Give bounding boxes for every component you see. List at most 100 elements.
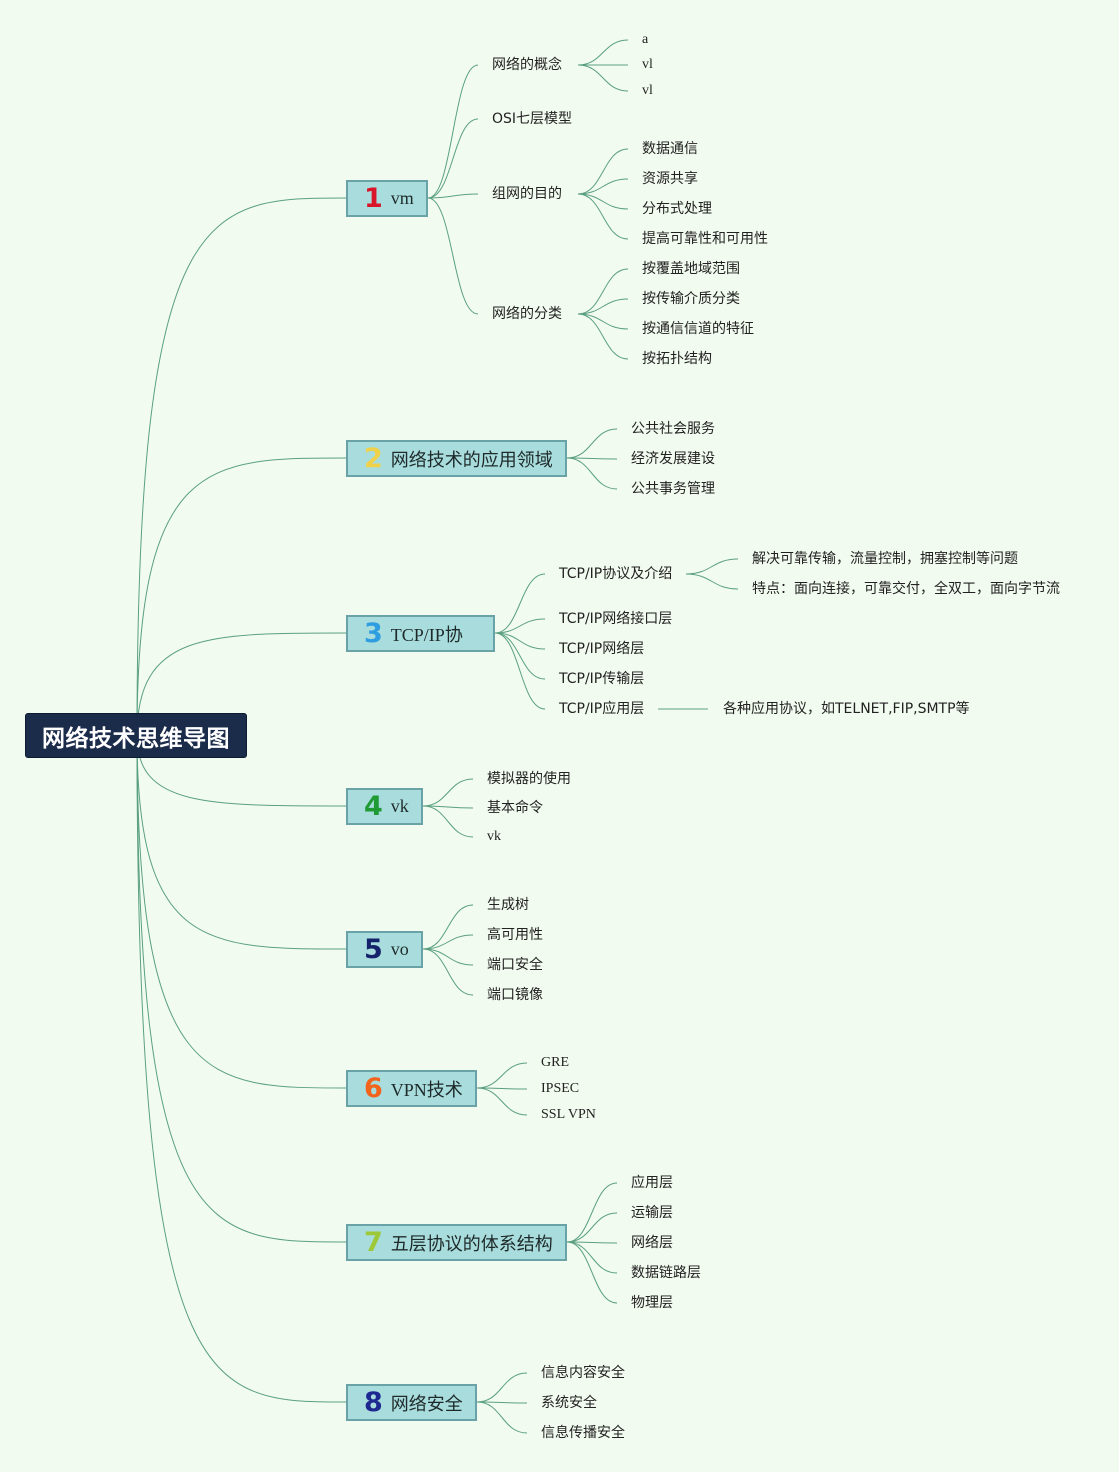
topic-node[interactable]: 端口镜像 [487,987,543,1003]
connector-line [494,618,546,634]
connector-line [566,1241,618,1304]
topic-node[interactable]: 数据通信 [642,141,698,157]
connector-line [566,1241,618,1244]
connector-line [422,948,474,966]
branch-label: 五层协议的体系结构 [390,1233,553,1254]
topic-node[interactable]: 按拓扑结构 [642,351,712,367]
topic-node[interactable]: 模拟器的使用 [487,771,571,787]
connector-line [566,1212,618,1243]
topic-node[interactable]: 信息内容安全 [541,1365,625,1381]
topic-node[interactable]: vl [642,83,653,98]
connector-line [685,558,739,575]
topic-node[interactable]: 生成树 [487,897,529,913]
connector-line [476,1372,528,1403]
branch-topic-3[interactable]: 3 TCP/IP协 [346,615,495,652]
topic-node[interactable]: 系统安全 [541,1395,597,1411]
branch-label: TCP/IP协 [390,624,463,645]
connector-line [577,313,629,360]
topic-node[interactable]: 公共社会服务 [631,421,715,437]
branch-number: 1 [364,183,383,214]
topic-node[interactable]: vk [487,829,501,844]
branch-label: 网络技术的应用领域 [390,449,553,470]
topic-node[interactable]: 基本命令 [487,800,543,816]
branch-topic-8[interactable]: 8 网络安全 [346,1384,477,1421]
topic-node[interactable]: TCP/IP应用层 [559,701,645,717]
connector-line [577,268,629,315]
topic-node[interactable]: TCP/IP传输层 [559,671,645,687]
topic-node[interactable]: 各种应用协议，如TELNET,FIP,SMTP等 [723,701,970,717]
topic-node[interactable]: 按传输介质分类 [642,291,740,307]
topic-node[interactable]: 组网的目的 [492,186,562,202]
topic-node[interactable]: a [642,32,649,47]
branch-label: 网络安全 [390,1393,463,1414]
connector-line [422,904,474,950]
connector-line [422,805,474,809]
topic-node[interactable]: 按通信信道的特征 [642,321,754,337]
topic-node[interactable]: 应用层 [631,1175,673,1191]
branch-number: 5 [364,934,383,965]
topic-node[interactable]: IPSEC [541,1081,580,1096]
connector-line [577,148,629,195]
branch-label: VPN技术 [390,1079,463,1100]
topic-node[interactable]: 网络的分类 [492,306,562,322]
topic-node[interactable]: 运输层 [631,1205,673,1221]
connector-line [566,1241,618,1274]
topic-node[interactable]: 提高可靠性和可用性 [642,231,768,247]
connector-line [422,778,474,807]
connector-line [427,197,479,315]
connector-line [577,39,629,66]
topic-node[interactable]: 资源共享 [642,171,698,187]
connector-line [577,64,629,92]
branch-number: 8 [364,1387,383,1418]
topic-node[interactable]: 经济发展建设 [631,451,715,467]
root-connector-line [136,735,347,950]
topic-node[interactable]: SSL VPN [541,1107,596,1122]
connector-line [427,64,479,199]
topic-node[interactable]: 分布式处理 [642,201,712,217]
root-connector-line [136,735,347,807]
topic-node[interactable]: 按覆盖地域范围 [642,261,740,277]
topic-node[interactable]: 高可用性 [487,927,543,943]
root-connector-line [136,457,347,737]
connector-line [494,632,546,710]
branch-topic-1[interactable]: 1 vm [346,180,428,217]
connector-line [422,805,474,838]
connector-line [476,1401,528,1434]
root-connector-line [136,735,347,1089]
branch-label: vm [390,188,414,208]
connector-line [494,632,546,680]
topic-node[interactable]: GRE [541,1055,569,1070]
topic-node[interactable]: 信息传播安全 [541,1425,625,1441]
topic-node[interactable]: 特点：面向连接，可靠交付，全双工，面向字节流 [752,581,1060,597]
connector-line [577,178,629,195]
topic-node[interactable]: TCP/IP协议及介绍 [559,566,673,582]
topic-node[interactable]: 解决可靠传输，流量控制，拥塞控制等问题 [752,551,1018,567]
topic-node[interactable]: 网络层 [631,1235,673,1251]
branch-number: 3 [364,618,383,649]
topic-node[interactable]: 端口安全 [487,957,543,973]
connector-line [577,193,629,240]
connector-line [494,632,546,650]
topic-node[interactable]: TCP/IP网络接口层 [559,611,673,627]
topic-node[interactable]: 数据链路层 [631,1265,701,1281]
topic-node[interactable]: vl [642,57,653,72]
branch-number: 2 [364,443,383,474]
connector-line [566,457,618,460]
connector-line [476,1062,528,1089]
root-topic[interactable]: 网络技术思维导图 [25,713,247,758]
connector-line [566,457,618,490]
connector-line [427,118,479,199]
topic-node[interactable]: 网络的概念 [492,57,562,73]
branch-label: vk [390,796,409,816]
connector-line [476,1401,528,1404]
topic-node[interactable]: 物理层 [631,1295,673,1311]
branch-topic-2[interactable]: 2 网络技术的应用领域 [346,440,567,477]
topic-node[interactable]: 公共事务管理 [631,481,715,497]
topic-node[interactable]: OSI七层模型 [492,111,573,127]
topic-node[interactable]: TCP/IP网络层 [559,641,645,657]
